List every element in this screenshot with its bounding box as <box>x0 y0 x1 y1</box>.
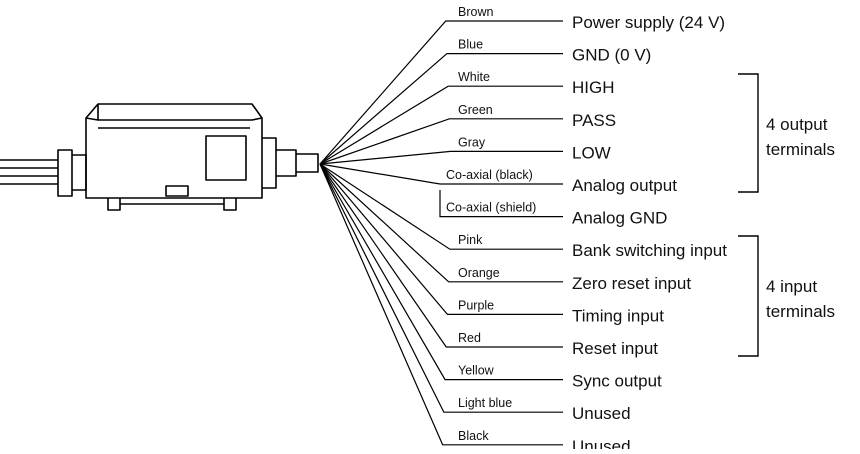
wire-signal-label: HIGH <box>572 78 615 97</box>
wire-color-label: Green <box>458 103 493 117</box>
wire-signal-label: LOW <box>572 143 611 162</box>
wire-color-label: Black <box>458 429 489 443</box>
output-terminals-label-line2: terminals <box>766 140 835 159</box>
wire-color-label: Blue <box>458 38 483 52</box>
wire-signal-label: Unused <box>572 404 631 423</box>
wire-line <box>319 20 563 165</box>
wire-line <box>319 163 563 185</box>
wire-signal-label: Timing input <box>572 306 664 325</box>
wire-line <box>319 163 563 250</box>
wire-6: Co-axial (black) Analog output <box>319 163 677 195</box>
wire-line <box>319 163 563 348</box>
wire-signal-label: Bank switching input <box>572 241 727 260</box>
sensor-right-connector <box>262 137 277 189</box>
wire-color-label: Co-axial (shield) <box>446 201 536 215</box>
wire-line <box>439 190 563 218</box>
output-terminals-bracket <box>738 73 759 193</box>
wire-signal-label: Analog output <box>572 176 677 195</box>
wire-line <box>319 163 563 315</box>
wire-line <box>319 163 563 413</box>
wire-signal-label: GND (0 V) <box>572 46 651 65</box>
wire-line <box>319 163 563 446</box>
wire-color-label: Orange <box>458 266 500 280</box>
wire-signal-label: Sync output <box>572 372 662 391</box>
wire-7: Co-axial (shield) Analog GND <box>439 190 667 228</box>
wire-signal-label: Power supply (24 V) <box>572 13 725 32</box>
wire-color-label: Pink <box>458 233 483 247</box>
wire-color-label: Red <box>458 331 481 345</box>
wire-line <box>319 150 563 165</box>
wire-color-label: Light blue <box>458 396 512 410</box>
wire-line <box>319 85 563 165</box>
wire-signal-label: Unused <box>572 437 631 449</box>
sensor-window <box>205 135 247 181</box>
wire-line <box>319 163 563 381</box>
sensor-left-boot <box>57 149 73 197</box>
wire-color-label: Purple <box>458 298 494 312</box>
wire-color-label: Brown <box>458 5 493 19</box>
wire-signal-label: Zero reset input <box>572 274 691 293</box>
wire-signal-label: Reset input <box>572 339 658 358</box>
input-terminals-label-line2: terminals <box>766 302 835 321</box>
group-brackets <box>738 73 759 357</box>
wire-color-label: Gray <box>458 135 486 149</box>
wire-line <box>319 118 563 165</box>
sensor-amplifier-illustration <box>0 103 319 211</box>
wire-color-label: Co-axial (black) <box>446 168 533 182</box>
wire-line <box>319 53 563 165</box>
wire-signal-label: PASS <box>572 111 616 130</box>
input-terminals-label-line1: 4 input <box>766 277 817 296</box>
sensor-body <box>85 103 263 199</box>
sensor-cable <box>0 159 58 185</box>
output-terminals-label-line1: 4 output <box>766 115 828 134</box>
sensor-label-plate <box>165 185 189 197</box>
wire-color-label: Yellow <box>458 364 495 378</box>
wire-color-label: White <box>458 70 490 84</box>
wire-signal-label: Analog GND <box>572 209 667 228</box>
wire-line <box>319 163 563 283</box>
input-terminals-bracket <box>738 235 759 357</box>
